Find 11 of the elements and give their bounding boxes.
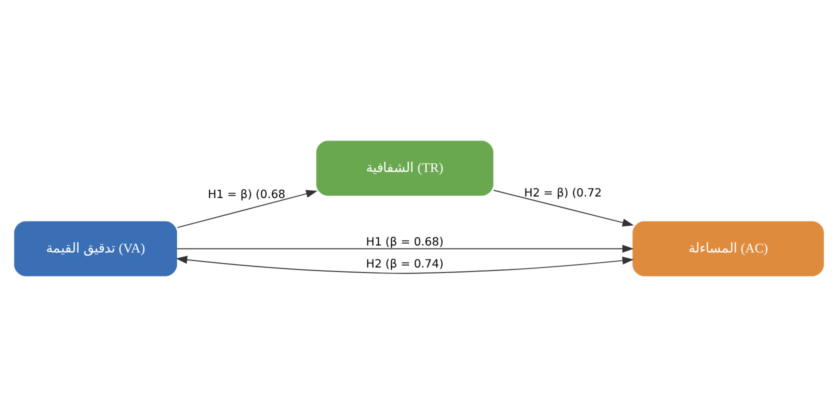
arrow (176, 256, 634, 274)
node-box: الشفافية (TR) (316, 140, 494, 196)
arrow (176, 190, 318, 228)
node-box: تدقيق القيمة (VA) (14, 221, 178, 276)
arrow (493, 190, 634, 226)
edge-label: H2 = β) (0.72 (524, 185, 602, 200)
arrow (176, 244, 634, 253)
edge-label: H1 (β = 0.68) (366, 234, 444, 249)
edge-label: H2 (β = 0.74) (366, 256, 444, 270)
node-box: المساءلة (AC) (632, 221, 824, 276)
edge-label: H1 = β) (0.68 (208, 187, 286, 202)
